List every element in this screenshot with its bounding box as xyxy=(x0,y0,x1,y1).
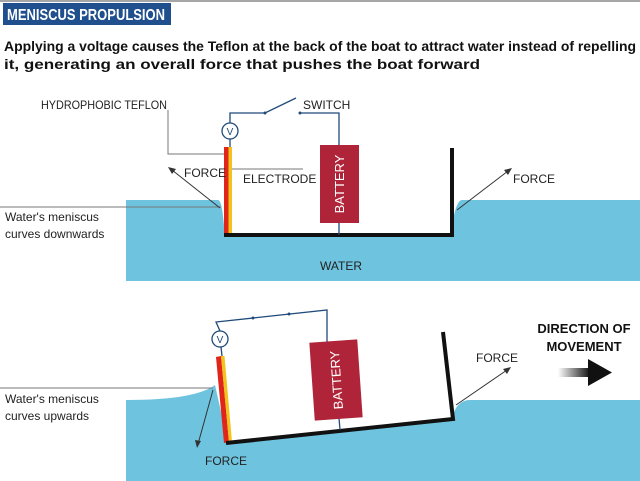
voltmeter-icon xyxy=(221,122,239,140)
subtitle-line-1: Applying a voltage causes the Teflon at … xyxy=(4,38,636,54)
meniscus-label-2: curves upwards xyxy=(5,409,89,423)
direction-label-2: MOVEMENT xyxy=(546,339,621,354)
arrowhead xyxy=(503,367,511,374)
arrowhead xyxy=(168,167,176,174)
switch-contact xyxy=(287,312,291,316)
switch-contact xyxy=(251,316,255,320)
voltmeter-icon xyxy=(211,330,229,348)
subtitle-line-2: it, generating an overall force that pus… xyxy=(4,56,480,72)
meniscus-label-2: curves downwards xyxy=(5,227,104,241)
battery xyxy=(309,339,363,421)
battery xyxy=(320,145,359,223)
battery-wire xyxy=(300,112,340,145)
force-arrow-left xyxy=(171,169,221,209)
switch-pivot xyxy=(263,111,267,115)
switch-label: SWITCH xyxy=(303,98,350,112)
force-label-left: FORCE xyxy=(184,166,226,180)
electrode-strip xyxy=(221,356,232,442)
teflon-strip xyxy=(216,356,229,443)
voltmeter-symbol: V xyxy=(217,335,224,346)
battery-ground-wire xyxy=(338,417,341,431)
top-diagram: Water's meniscus curves downwards WATER … xyxy=(0,97,640,281)
water-bottom xyxy=(126,385,640,481)
voltmeter-symbol: V xyxy=(227,127,234,138)
bottom-diagram: Water's meniscus curves upwards V BATTER… xyxy=(0,309,640,481)
title-banner xyxy=(3,3,171,25)
direction-arrow-icon xyxy=(558,359,612,386)
boat-hull xyxy=(224,148,454,237)
force-label-right: FORCE xyxy=(513,172,555,186)
electrode-strip xyxy=(228,147,232,236)
arrowhead xyxy=(195,440,201,448)
page-title: MENISCUS PROPULSION xyxy=(7,7,165,24)
water-label: WATER xyxy=(320,259,362,273)
switch-contact xyxy=(298,111,302,115)
force-label-right: FORCE xyxy=(476,351,518,365)
teflon-leader xyxy=(167,110,225,155)
teflon-label: HYDROPHOBIC TEFLON xyxy=(41,98,167,112)
circuit-wire xyxy=(215,309,328,343)
battery-label: BATTERY xyxy=(327,350,346,410)
voltmeter-lead xyxy=(220,346,223,357)
arrowhead xyxy=(504,168,512,175)
force-label-left: FORCE xyxy=(205,454,247,468)
water-top xyxy=(126,200,640,281)
force-arrow-right xyxy=(456,170,509,211)
teflon-strip xyxy=(224,147,229,236)
force-arrow-left xyxy=(197,389,214,445)
boat-hull xyxy=(225,331,456,445)
electrode-label: ELECTRODE xyxy=(243,172,316,186)
switch-wire xyxy=(229,97,297,123)
meniscus-label-1: Water's meniscus xyxy=(5,392,99,406)
force-arrow-right xyxy=(455,369,508,406)
direction-label-1: DIRECTION OF xyxy=(537,321,630,336)
meniscus-label-1: Water's meniscus xyxy=(5,210,99,224)
battery-label: BATTERY xyxy=(332,154,347,213)
